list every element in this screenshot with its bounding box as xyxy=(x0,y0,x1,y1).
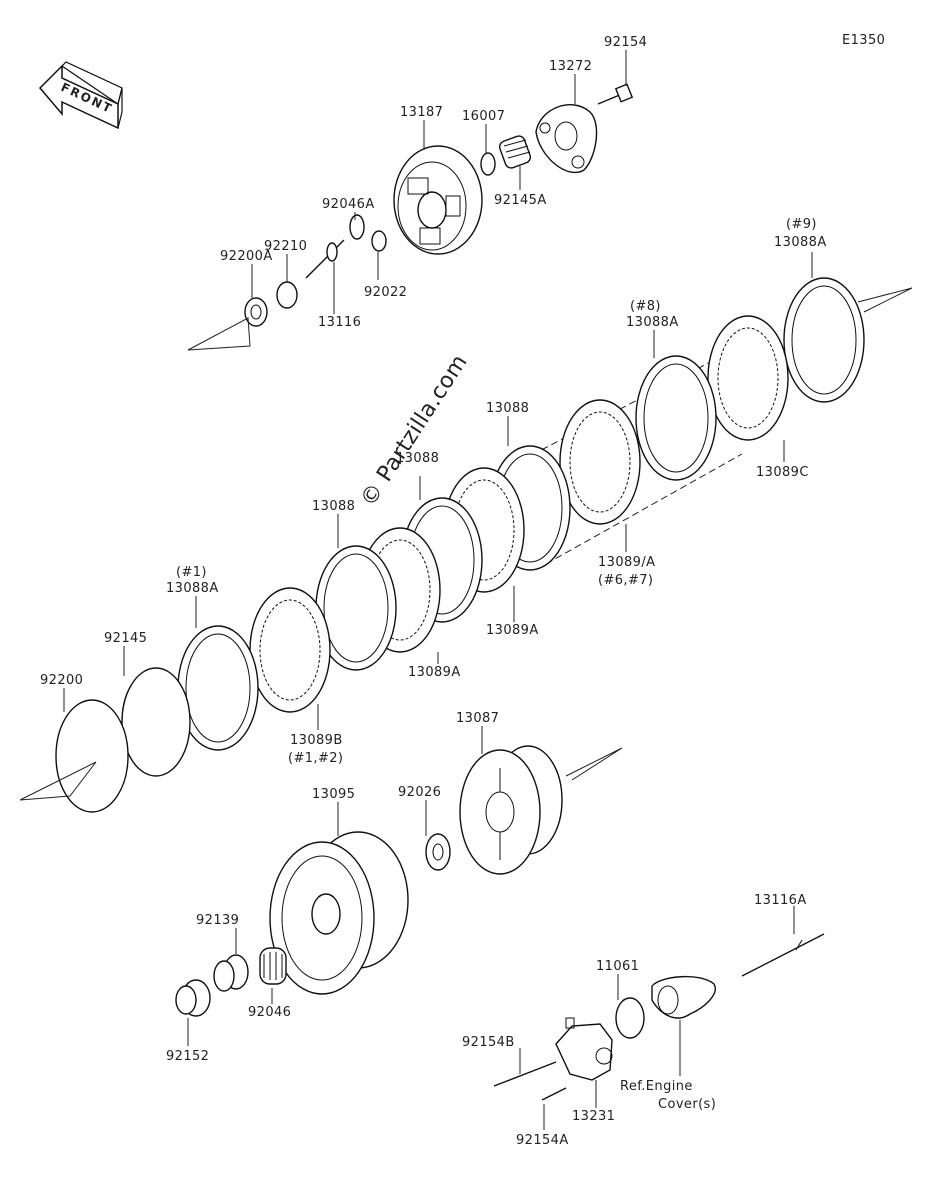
bearing-92046A-part xyxy=(349,214,365,240)
axis-guide-hub xyxy=(565,747,623,781)
axis-guide-top xyxy=(187,317,251,351)
label-13089A-b: 13089A xyxy=(408,665,461,680)
label-13088A-1-tag: (#1) xyxy=(176,565,207,580)
engine-cover-ref-part xyxy=(651,975,716,1019)
bearing-92200A-part xyxy=(244,297,268,327)
label-92145: 92145 xyxy=(104,631,147,646)
bolt-92154-part xyxy=(597,83,634,105)
washer-92026-part xyxy=(425,833,451,871)
label-13089A-6-7-sub: (#6,#7) xyxy=(598,573,653,588)
label-92210: 92210 xyxy=(264,239,307,254)
label-92022: 92022 xyxy=(364,285,407,300)
diagram-code: E1350 xyxy=(842,33,885,48)
label-ref-engine: Ref.Engine xyxy=(620,1079,693,1094)
label-13088-top: 13088 xyxy=(486,401,529,416)
leader-lines xyxy=(63,50,813,1130)
label-13272: 13272 xyxy=(549,59,592,74)
bolt-92154A-part xyxy=(541,1087,567,1101)
label-13095: 13095 xyxy=(312,787,355,802)
label-13089C: 13089C xyxy=(756,465,809,480)
pushrod-13116-part xyxy=(305,239,345,279)
label-92046: 92046 xyxy=(248,1005,291,1020)
spring-ring-92145-part xyxy=(121,667,191,777)
label-13187: 13187 xyxy=(400,105,443,120)
label-92200A: 92200A xyxy=(220,249,273,264)
label-13116A: 13116A xyxy=(754,893,807,908)
label-92154B: 92154B xyxy=(462,1035,515,1050)
label-13088A-8: 13088A xyxy=(626,315,679,330)
label-13088-low: 13088 xyxy=(312,499,355,514)
label-92152: 92152 xyxy=(166,1049,209,1064)
label-ref-cover: Cover(s) xyxy=(658,1097,716,1112)
washer-92022-part xyxy=(371,230,387,252)
label-13088A-8-tag: (#8) xyxy=(630,299,661,314)
label-92200: 92200 xyxy=(40,673,83,688)
label-13231: 13231 xyxy=(572,1109,615,1124)
front-arrow-icon: FRONT xyxy=(38,61,123,130)
label-13089A-6-7: 13089/A xyxy=(598,555,655,570)
friction-plate-13088-low-part xyxy=(315,545,397,671)
label-13087: 13087 xyxy=(456,711,499,726)
seal-92210-part xyxy=(276,281,298,309)
pressure-plate-13187-part xyxy=(393,145,483,255)
label-13088A-9: 13088A xyxy=(774,235,827,250)
steel-plate-13089A-6-7-part xyxy=(559,399,641,525)
label-13088A-1: 13088A xyxy=(166,581,219,596)
spring-92145A-part xyxy=(498,135,532,169)
sleeve-92139-part xyxy=(213,954,249,992)
needle-bearing-92046-part xyxy=(259,947,287,985)
axis-guide-left xyxy=(19,761,97,801)
axis-guide-right xyxy=(857,287,913,313)
label-92046A: 92046A xyxy=(322,197,375,212)
label-13116: 13116 xyxy=(318,315,361,330)
label-11061: 11061 xyxy=(596,959,639,974)
label-13088A-9-tag: (#9) xyxy=(786,217,817,232)
part-labels: 92154 13272 13187 16007 92145A 92046A 92… xyxy=(40,35,827,1148)
steel-plate-13089B-part xyxy=(249,587,331,713)
bolt-92154B-part xyxy=(493,1061,557,1087)
clutch-basket-13095-part xyxy=(269,831,409,995)
friction-plate-13088A-8-part xyxy=(635,355,717,481)
collar-92152-part xyxy=(175,979,211,1017)
label-13089B: 13089B xyxy=(290,733,343,748)
release-cylinder-13231-part xyxy=(555,1017,613,1081)
label-92026: 92026 xyxy=(398,785,441,800)
label-92154: 92154 xyxy=(604,35,647,50)
label-92145A: 92145A xyxy=(494,193,547,208)
label-13089A-a: 13089A xyxy=(486,623,539,638)
label-16007: 16007 xyxy=(462,109,505,124)
label-13089B-sub: (#1,#2) xyxy=(288,751,343,766)
label-92154A: 92154A xyxy=(516,1133,569,1148)
gasket-11061-part xyxy=(615,997,645,1039)
clutch-hub-13087-part xyxy=(459,745,563,875)
shaft-13116A-part xyxy=(741,933,825,977)
steel-plate-13089C-part xyxy=(707,315,789,441)
ring-16007-part xyxy=(480,152,496,176)
friction-plate-13088A-9-part xyxy=(783,277,865,403)
ring-92200-part xyxy=(55,699,129,813)
label-92139: 92139 xyxy=(196,913,239,928)
plate-13272-part xyxy=(535,104,598,173)
label-13088-mid: 13088 xyxy=(396,451,439,466)
